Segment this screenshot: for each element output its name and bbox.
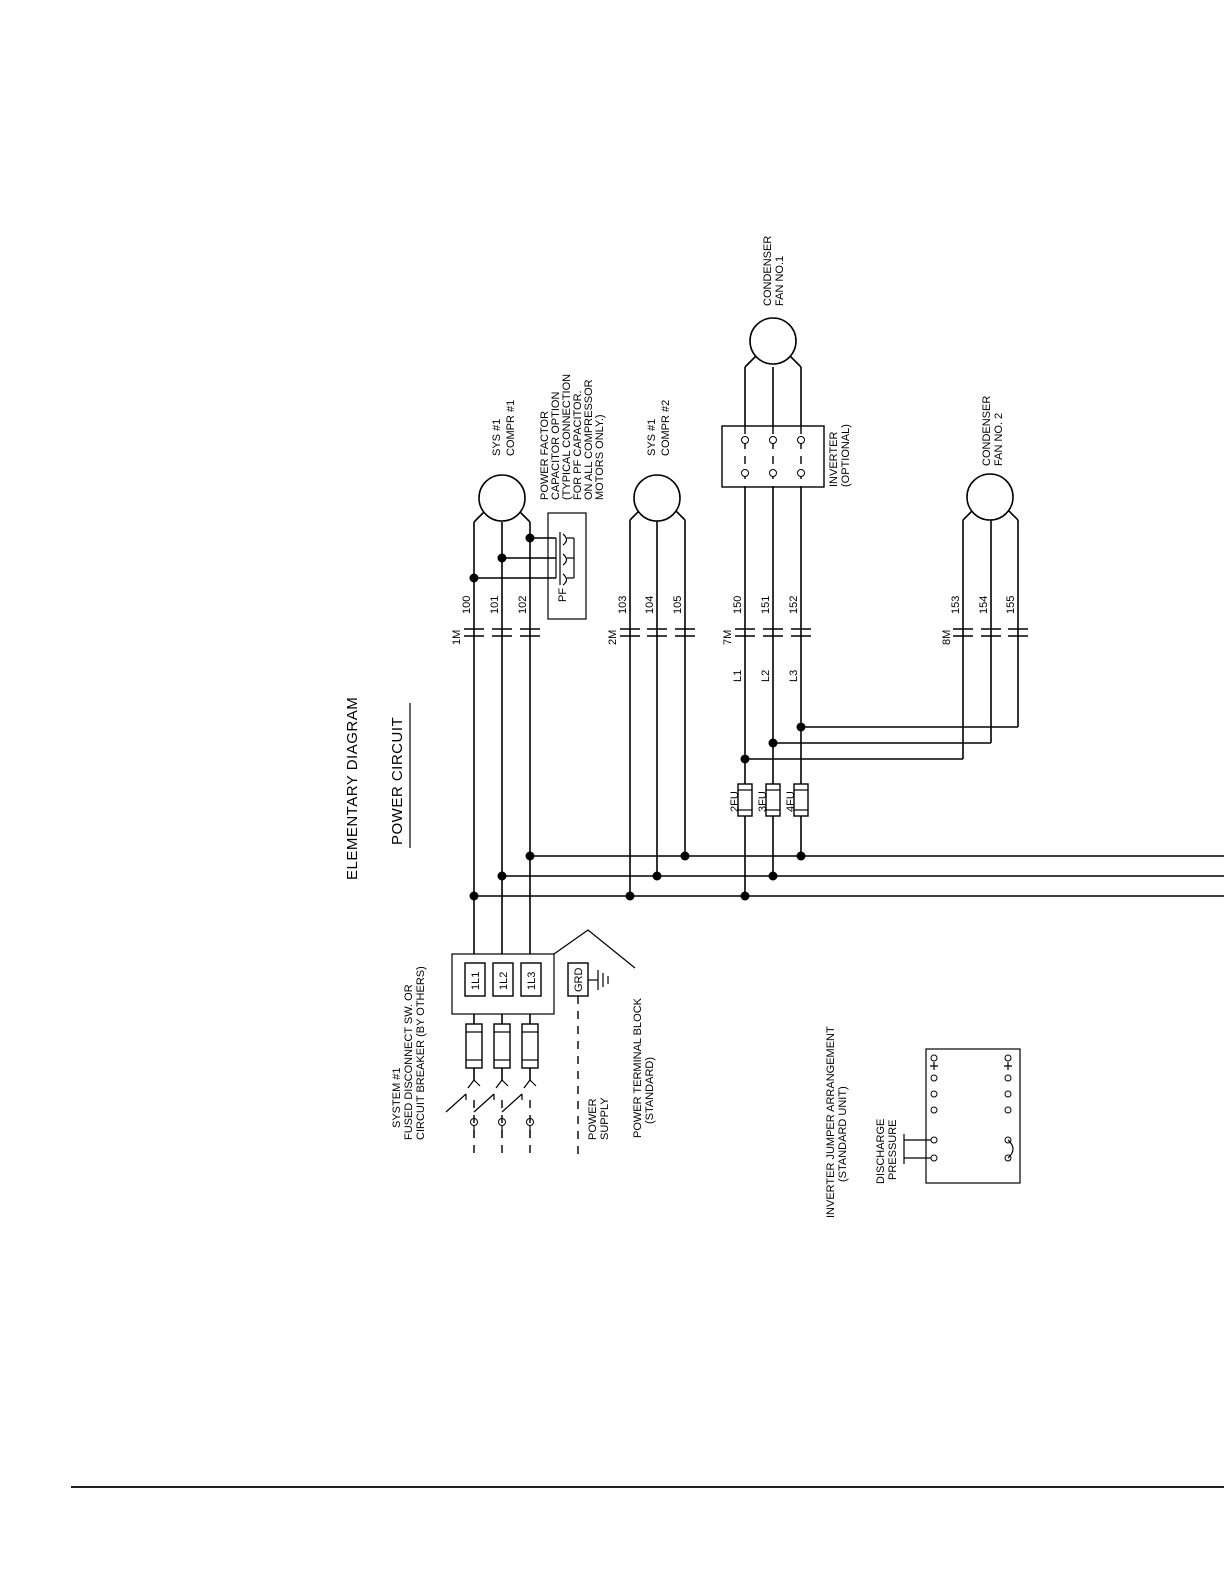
contactor-8m: [953, 628, 1028, 637]
terminal-block-label: POWER TERMINAL BLOCK (STANDARD): [632, 997, 656, 1138]
wire-151-label: 151: [760, 596, 772, 614]
svg-text:PRESSURE: PRESSURE: [887, 1119, 899, 1180]
compressor-2-label-line1: SYS #1: [646, 419, 658, 456]
diagram-title: ELEMENTARY DIAGRAM: [344, 697, 361, 880]
wire-100-label: 100: [461, 596, 473, 614]
discharge-pressure-label: DISCHARGE PRESSURE: [875, 1119, 899, 1184]
compressor-1-motor: [478, 474, 526, 522]
svg-text:SUPPLY: SUPPLY: [599, 1097, 611, 1140]
svg-text:INVERTER JUMPER ARRANGEMENT: INVERTER JUMPER ARRANGEMENT: [825, 1026, 837, 1218]
power-terminal-block: [451, 929, 636, 1015]
svg-text:DISCHARGE: DISCHARGE: [875, 1119, 887, 1184]
terminal-1l3: [520, 962, 542, 997]
svg-text:FUSED DISCONNECT SW. OR: FUSED DISCONNECT SW. OR: [403, 984, 415, 1140]
pf-label: POWER FACTOR CAPACITOR OPTION (TYPICAL C…: [539, 374, 606, 500]
contactor-1m: [464, 628, 540, 637]
contactor-2m: [620, 628, 695, 637]
svg-text:(TYPICAL CONNECTION: (TYPICAL CONNECTION: [561, 374, 573, 500]
wire-153-label: 153: [950, 596, 962, 614]
wire-102-label: 102: [517, 596, 529, 614]
terminal-1l2: [492, 962, 514, 997]
svg-text:SYSTEM #1: SYSTEM #1: [391, 1067, 403, 1128]
inverter-box: [721, 425, 825, 488]
wire-150-label: 150: [732, 596, 744, 614]
wire-103-label: 103: [617, 596, 629, 614]
svg-text:ON ALL COMPRESSOR: ON ALL COMPRESSOR: [583, 379, 595, 500]
contactor-2m-tag: 2M: [607, 630, 619, 645]
inverter-label-line2: (OPTIONAL): [840, 424, 852, 487]
wire-155-label: 155: [1005, 596, 1017, 614]
svg-text:MOTORS ONLY.): MOTORS ONLY.): [594, 414, 606, 500]
junction-dots: [469, 533, 806, 901]
svg-text:(STANDARD UNIT): (STANDARD UNIT): [837, 1086, 849, 1182]
svg-text:POWER FACTOR: POWER FACTOR: [539, 411, 551, 500]
compressor-1-label-line2: COMPR #1: [505, 400, 517, 456]
compressor-1-branch: [464, 474, 540, 954]
wire-104-label: 104: [644, 596, 656, 614]
svg-text:POWER: POWER: [587, 1098, 599, 1140]
line-l3-label: L3: [788, 670, 800, 682]
fused-disconnect: [445, 996, 579, 1160]
fan-2-motor: [966, 473, 1014, 521]
fuse-3fu-label: 3FU: [757, 791, 769, 812]
fuse-4fu-label: 4FU: [785, 791, 797, 812]
jumper-label: INVERTER JUMPER ARRANGEMENT (STANDARD UN…: [825, 1026, 849, 1218]
pf-tag: PF: [557, 588, 569, 602]
svg-text:CAPACITOR OPTION: CAPACITOR OPTION: [550, 392, 562, 500]
terminal-1l1: [464, 962, 486, 997]
contactor-1m-tag: 1M: [451, 630, 463, 645]
fuse-2fu: [737, 783, 753, 817]
contactor-7m: [735, 628, 811, 637]
wire-105-label: 105: [672, 596, 684, 614]
disconnect-label: SYSTEM #1 FUSED DISCONNECT SW. OR CIRCUI…: [391, 966, 427, 1140]
compressor-2-branch: [620, 474, 695, 896]
fan-2-label-line2: FAN NO. 2: [993, 413, 1005, 466]
terminal-1l2-label: 1L2: [498, 972, 510, 990]
compressor-2-motor: [633, 474, 681, 522]
inverter-label-line1: INVERTER: [828, 432, 840, 487]
fan-1-label-line1: CONDENSER: [762, 236, 774, 306]
wire-152-label: 152: [788, 596, 800, 614]
fuse-4fu: [793, 783, 809, 817]
fan-2-branch: [745, 473, 1028, 760]
svg-text:(STANDARD): (STANDARD): [644, 1057, 656, 1124]
fan-1-motor: [749, 317, 797, 365]
line-l1-label: L1: [732, 670, 744, 682]
fan-1-branch: [721, 317, 825, 896]
fuse-2fu-label: 2FU: [729, 791, 741, 812]
main-bus: [474, 855, 1224, 897]
contactor-8m-tag: 8M: [941, 630, 953, 645]
wire-101-label: 101: [489, 596, 501, 614]
terminal-1l3-label: 1L3: [526, 972, 538, 990]
svg-text:FOR PF CAPACITOR.: FOR PF CAPACITOR.: [572, 390, 584, 500]
svg-text:CIRCUIT BREAKER (BY OTHERS): CIRCUIT BREAKER (BY OTHERS): [415, 966, 427, 1140]
power-supply-label: POWER SUPPLY: [587, 1097, 611, 1140]
jumper-arrangement: [903, 1048, 1021, 1184]
fan-2-label-line1: CONDENSER: [981, 396, 993, 466]
terminal-grd-label: GRD: [573, 968, 585, 993]
compressor-1-label-line1: SYS #1: [491, 419, 503, 456]
fan-1-label-line2: FAN NO.1: [774, 256, 786, 306]
compressor-2-label-line2: COMPR #2: [660, 400, 672, 456]
wire-154-label: 154: [978, 596, 990, 614]
fuse-3fu: [765, 783, 781, 817]
svg-text:POWER TERMINAL BLOCK: POWER TERMINAL BLOCK: [632, 997, 644, 1138]
diagram-subtitle: POWER CIRCUIT: [389, 717, 406, 845]
contactor-7m-tag: 7M: [722, 630, 734, 645]
line-l2-label: L2: [760, 670, 772, 682]
terminal-1l1-label: 1L1: [470, 972, 482, 990]
